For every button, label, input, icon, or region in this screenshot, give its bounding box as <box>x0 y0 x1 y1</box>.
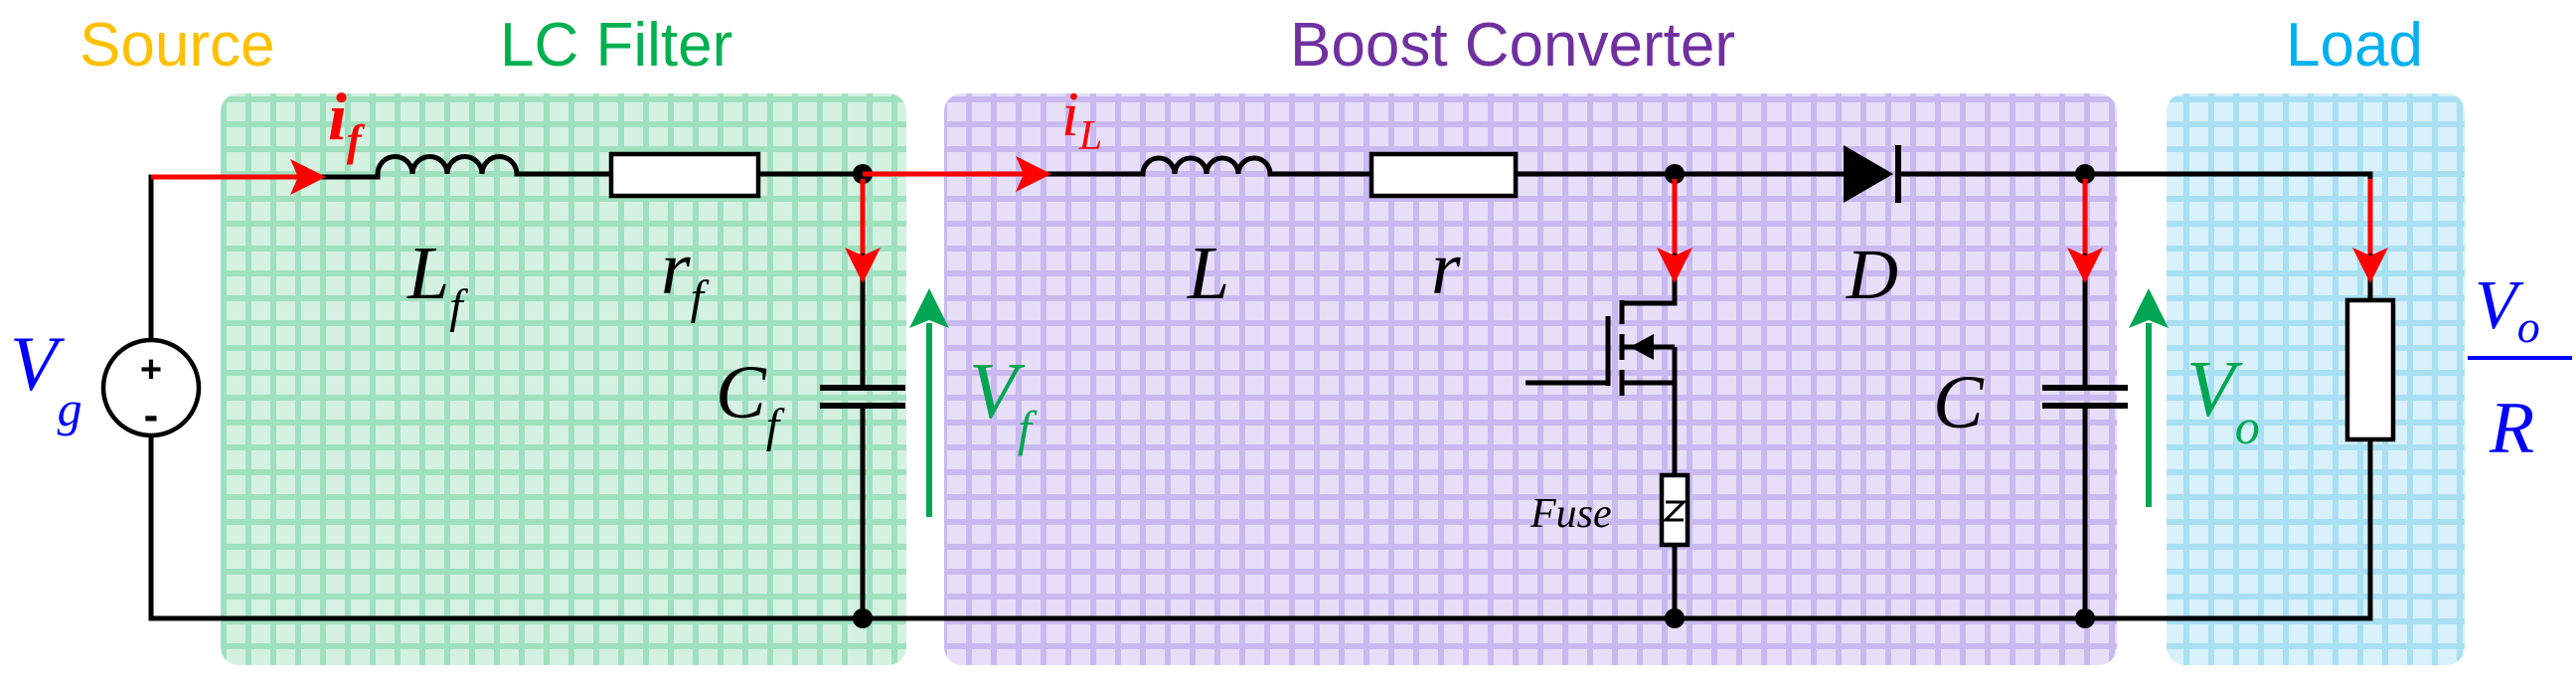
boost-resistor-label: r <box>1431 227 1461 310</box>
junction-dot <box>2075 164 2095 184</box>
source-voltage-label: Vg <box>10 320 82 436</box>
junction-dot <box>1665 164 1685 184</box>
load-title: Load <box>2286 11 2423 80</box>
inductor-current-label: iL <box>1061 79 1102 159</box>
mosfet-icon <box>1526 300 1678 396</box>
filter-inductor-icon <box>375 154 520 177</box>
filter-resistor-icon <box>608 151 761 199</box>
filter-voltage-label: Vf <box>969 348 1038 456</box>
boost-inductor-label: L <box>1187 232 1229 315</box>
output-capacitor-label: C <box>1933 361 1985 444</box>
source-plus-sign: + <box>140 349 162 391</box>
load-denominator-label: R <box>2489 388 2534 469</box>
output-capacitor-current-arrow <box>2067 179 2103 283</box>
boost-inductor-icon <box>1140 155 1273 177</box>
load-numerator-label: Vo <box>2475 267 2540 352</box>
fuse-icon <box>1659 472 1690 548</box>
fuse-label: Fuse <box>1530 491 1612 537</box>
junction-dot <box>2075 608 2095 628</box>
boost-converter-region <box>944 93 2117 665</box>
filter-voltage-arrow <box>909 288 949 517</box>
switch-current-arrow <box>1657 179 1692 283</box>
filter-current-arrow <box>151 159 326 195</box>
output-capacitor-icon <box>2042 385 2128 409</box>
voltage-source-icon: + - <box>100 337 202 439</box>
filter-current-label: if <box>328 79 366 165</box>
lc-filter-title: LC Filter <box>500 11 732 80</box>
source-title: Source <box>80 11 274 80</box>
filter-capacitor-label: Cf <box>716 351 785 452</box>
load-region <box>2167 93 2465 665</box>
inductor-current-arrow <box>863 156 1051 192</box>
junction-dot <box>1665 608 1685 628</box>
boost-converter-title: Boost Converter <box>1290 11 1735 80</box>
filter-capacitor-icon <box>820 385 905 409</box>
load-current-arrow <box>2352 179 2388 283</box>
diode-label: D <box>1846 235 1898 314</box>
junction-dot <box>853 608 873 628</box>
output-voltage-arrow <box>2129 288 2169 507</box>
filter-resistor-label: rf <box>661 227 710 324</box>
filter-capacitor-current-arrow <box>845 179 881 283</box>
lc-filter-region <box>221 93 906 665</box>
output-voltage-label: Vo <box>2186 346 2260 454</box>
diode-icon <box>1844 145 1901 203</box>
boost-resistor-icon <box>1368 151 1519 199</box>
load-resistor-icon <box>2344 297 2396 442</box>
source-minus-sign: - <box>144 391 159 439</box>
